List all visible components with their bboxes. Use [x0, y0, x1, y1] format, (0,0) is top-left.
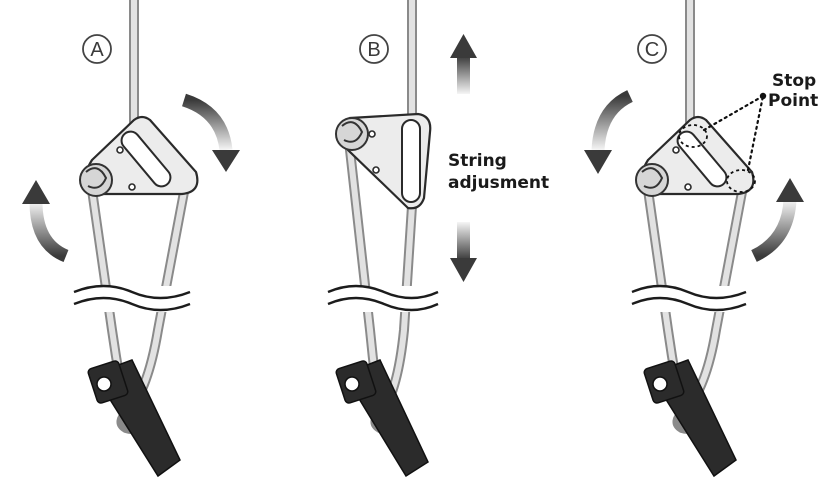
panel-a-pin-hole [128, 183, 136, 191]
panel-c-label: C [645, 39, 659, 61]
panel-a-label: A [90, 39, 104, 61]
stop-point-ring-bottom [726, 169, 756, 193]
stop-point-dot [759, 92, 767, 100]
panel-c-knot [635, 163, 669, 197]
panel-a-break-line-top [73, 284, 191, 300]
panel-a-rotate-arrow-left [29, 201, 69, 263]
panel-b-up-arrow-head [450, 34, 477, 58]
panel-b-pin-hole [372, 166, 380, 174]
panel-c: Stop Point C [584, 0, 818, 478]
panel-b-knot [335, 117, 369, 151]
panel-c-rotate-arrow-left-head [584, 150, 612, 174]
panel-b-down-arrow [457, 222, 470, 260]
panel-c-label-circle [637, 34, 667, 64]
panel-b: String adjusment B [326, 0, 549, 478]
panel-a-rotate-arrow-left-head [22, 180, 50, 204]
panel-b-break-line-top [327, 284, 439, 300]
panel-a: A [22, 0, 240, 478]
panel-c-rotate-arrow-right-head [776, 178, 804, 202]
panel-a-rotate-arrow-right-head [212, 150, 240, 172]
panel-b-label: B [367, 39, 380, 61]
stop-point-label-line1: Stop [772, 71, 816, 91]
panel-c-pin-hole [684, 183, 692, 191]
panel-a-rotate-arrow-right [181, 93, 233, 151]
panel-a-break-line-bottom [73, 296, 191, 312]
panel-a-label-circle [82, 34, 112, 64]
panel-b-up-arrow [457, 56, 470, 94]
panel-c-break-line-bottom [631, 296, 747, 312]
panel-b-slot [401, 119, 421, 203]
stop-point-leader-bottom [746, 94, 765, 172]
stop-point-label-line2: Point [768, 91, 818, 111]
panel-b-break-line-bottom [327, 296, 439, 312]
panel-c-rotate-arrow-right [750, 199, 797, 262]
panel-b-label-circle [359, 34, 389, 64]
panel-a-knot [79, 163, 113, 197]
panel-c-break-line-top [631, 284, 747, 300]
string-adjustment-label-line1: String [448, 151, 507, 171]
stop-point-leader-top [702, 94, 765, 132]
panel-c-slot [676, 130, 728, 188]
panel-c-rotate-arrow-left [591, 90, 634, 151]
panel-b-down-arrow-head [450, 258, 477, 282]
string-adjustment-label-line2: adjusment [448, 173, 549, 193]
panel-a-slot [120, 130, 172, 188]
stop-point-ring-top [678, 124, 708, 148]
